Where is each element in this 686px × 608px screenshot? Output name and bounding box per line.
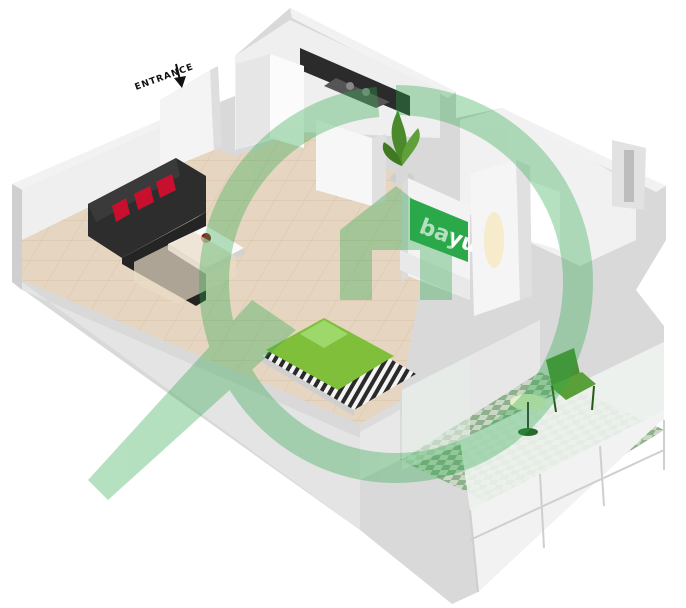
cushion (112, 198, 130, 222)
tv-screen (410, 198, 468, 262)
kitchen (235, 20, 440, 206)
tv-partition: bayu (400, 160, 532, 316)
balcony (400, 320, 665, 593)
kitchen-island (316, 120, 372, 206)
plant (382, 110, 420, 186)
rug (134, 232, 236, 304)
bed (262, 318, 416, 416)
cushion (156, 174, 176, 198)
balcony-chair (546, 348, 596, 413)
fridge (270, 54, 304, 148)
inner-walls (360, 402, 400, 480)
arrow-down-icon (174, 76, 186, 88)
pillow (300, 320, 348, 348)
glass-door (402, 356, 470, 470)
cushion (134, 186, 154, 210)
balcony-table (510, 394, 546, 436)
home-pin-logo-icon (88, 85, 594, 500)
entrance-door (160, 66, 222, 172)
